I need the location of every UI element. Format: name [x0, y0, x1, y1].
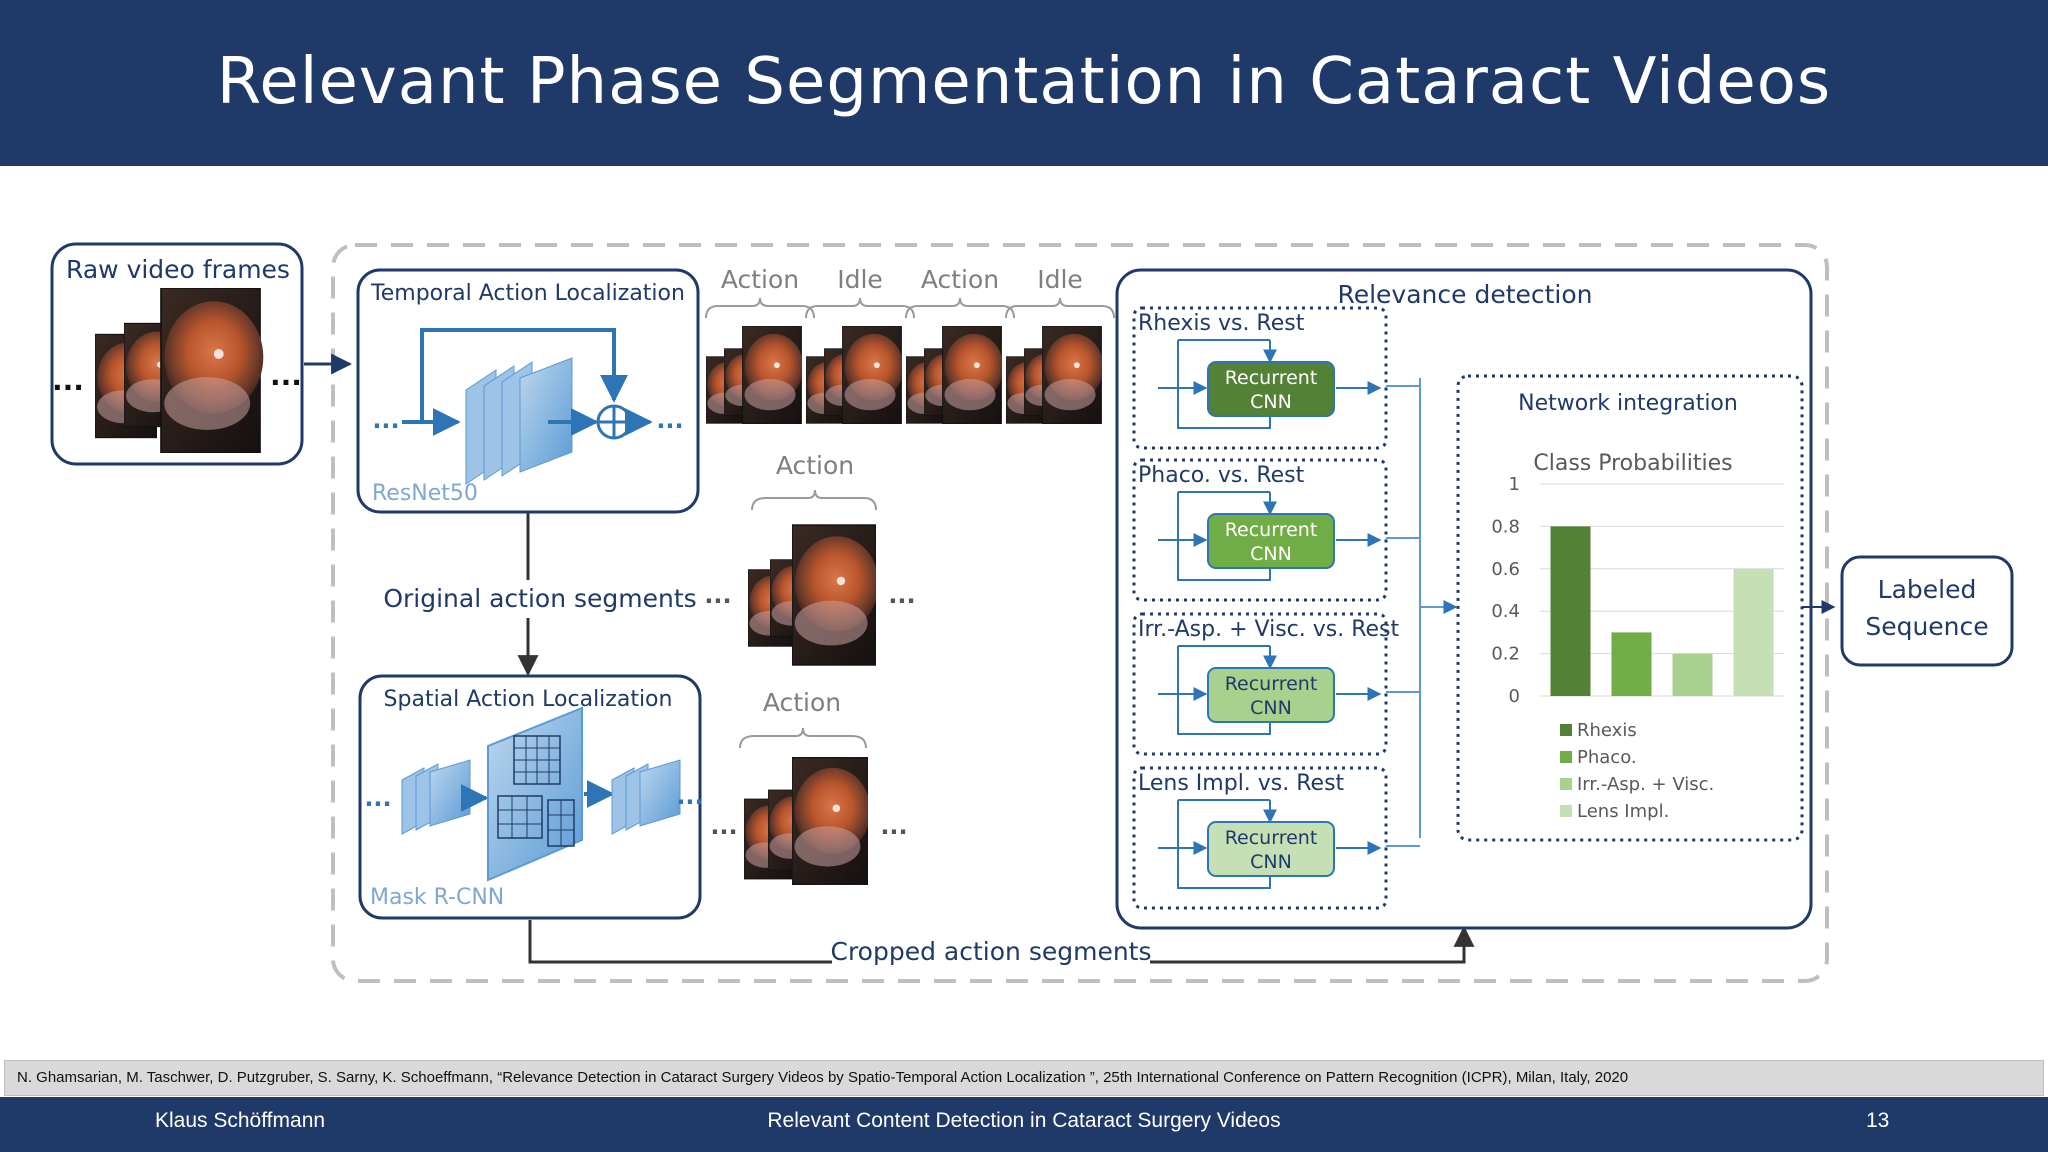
cropped-segments-label: Cropped action segments — [831, 937, 1152, 966]
frame-image — [792, 757, 868, 885]
footer-author: Klaus Schöffmann — [155, 1109, 326, 1132]
chart-ytick-label: 0.4 — [1491, 601, 1520, 622]
sal-ellipsis-out: ... — [676, 782, 703, 810]
sum-node-icon — [596, 404, 632, 440]
tal-ellipsis-in: ... — [372, 406, 399, 434]
legend-swatch — [1560, 778, 1572, 790]
citation-bar: N. Ghamsarian, M. Taschwer, D. Putzgrube… — [4, 1060, 2044, 1096]
mask-rcnn-grid-icon — [487, 706, 583, 882]
legend-label: Lens Impl. — [1577, 801, 1669, 822]
branch-label: Lens Impl. vs. Rest — [1138, 771, 1345, 796]
legend-swatch — [1560, 751, 1572, 763]
ellipsis-original-right: ... — [888, 581, 915, 609]
relevance-detection-title: Relevance detection — [1337, 280, 1592, 309]
pipeline-container — [331, 243, 1829, 983]
recurrent-cnn-box — [1207, 361, 1335, 417]
frame-image — [942, 326, 1002, 424]
ellipsis-left: ... — [52, 364, 84, 397]
chart-ytick-label: 1 — [1509, 474, 1520, 495]
recurrent-cnn-box — [1207, 513, 1335, 569]
mid-action-brace — [751, 489, 877, 511]
chart-title: Class Probabilities — [1533, 451, 1732, 476]
labeled-sequence-box — [1840, 555, 2014, 667]
frame-image — [1042, 326, 1102, 424]
decoder-layers-icon — [611, 759, 681, 835]
sal-ellipsis-in: ... — [364, 784, 391, 812]
segment-brace — [905, 297, 1015, 319]
segment-brace — [1005, 297, 1115, 319]
raw-frames-label: Raw video frames — [66, 255, 290, 284]
chart-ytick-label: 0 — [1509, 686, 1520, 707]
recurrent-cnn-line1: Recurrent — [1225, 367, 1318, 389]
recurrent-cnn-line1: Recurrent — [1225, 673, 1318, 695]
tal-skip-connection — [420, 328, 628, 422]
cropped-segments-label-bg — [832, 934, 1150, 970]
recurrent-cnn-box — [1207, 667, 1335, 723]
tal-backbone-label: ResNet50 — [372, 481, 478, 506]
recurrent-cnn-line2: CNN — [1250, 851, 1292, 873]
branch-loop — [1177, 492, 1271, 581]
sal-backbone-label: Mask R-CNN — [370, 885, 504, 910]
pipeline-diagram: Raw video frames ... ... Temporal Action… — [50, 242, 2014, 983]
labeled-sequence-line2: Sequence — [1865, 612, 1988, 641]
slide-title: Relevant Phase Segmentation in Cataract … — [216, 45, 1832, 119]
frame-image — [792, 524, 876, 666]
branch-label: Phaco. vs. Rest — [1138, 463, 1305, 488]
chart-bar — [1733, 568, 1774, 696]
citation-text: N. Ghamsarian, M. Taschwer, D. Putzgrube… — [17, 1069, 1629, 1086]
footer-talk-title: Relevant Content Detection in Cataract S… — [767, 1109, 1281, 1132]
original-segments-label-bg — [380, 580, 692, 618]
chart-ytick-label: 0.2 — [1491, 644, 1520, 665]
legend-label: Phaco. — [1577, 747, 1637, 768]
legend-label: Irr.-Asp. + Visc. — [1577, 774, 1714, 795]
segment-label: Idle — [837, 265, 883, 294]
segment-label: Action — [721, 265, 799, 294]
segment-label: Idle — [1037, 265, 1083, 294]
chart-ytick-label: 0.8 — [1491, 516, 1520, 537]
tal-ellipsis-out: ... — [656, 406, 683, 434]
segment-label: Action — [921, 265, 999, 294]
network-integration-label: Network integration — [1518, 391, 1738, 416]
recurrent-cnn-line2: CNN — [1250, 697, 1292, 719]
sal-title: Spatial Action Localization — [384, 687, 673, 712]
segment-brace — [805, 297, 915, 319]
ellipsis-original-left: ... — [704, 581, 731, 609]
chart-bar — [1550, 526, 1591, 696]
branch-loop — [1177, 340, 1271, 429]
frame-image — [742, 326, 802, 424]
labeled-sequence-line1: Labeled — [1878, 575, 1977, 604]
title-bar — [0, 0, 2048, 166]
lower-action-brace — [739, 727, 867, 749]
original-segments-label: Original action segments — [383, 584, 696, 613]
frame-image — [842, 326, 902, 424]
branch-loop — [1177, 800, 1271, 889]
recurrent-cnn-line2: CNN — [1250, 543, 1292, 565]
branch-loop — [1177, 646, 1271, 735]
segment-brace — [705, 297, 815, 319]
encoder-layers-icon — [401, 759, 471, 835]
legend-swatch — [1560, 805, 1572, 817]
tal-title: Temporal Action Localization — [370, 281, 685, 306]
branch-label: Irr.-Asp. + Visc. vs. Rest — [1138, 617, 1399, 642]
ellipsis-cropped-right: ... — [880, 812, 907, 840]
resnet-layers-icon — [465, 357, 573, 485]
legend-label: Rhexis — [1577, 720, 1637, 741]
recurrent-cnn-box — [1207, 821, 1335, 877]
footer-bar: Klaus Schöffmann Relevant Content Detect… — [0, 1097, 2048, 1152]
frame-image — [160, 288, 265, 453]
ellipsis-cropped-left: ... — [710, 812, 737, 840]
lower-action-label: Action — [763, 688, 841, 717]
mid-action-label: Action — [776, 451, 854, 480]
recurrent-cnn-line1: Recurrent — [1225, 519, 1318, 541]
chart-bar — [1672, 653, 1713, 696]
footer-page-number: 13 — [1866, 1109, 1890, 1132]
chart-bar — [1611, 632, 1652, 696]
chart-ytick-label: 0.6 — [1491, 559, 1520, 580]
legend-swatch — [1560, 724, 1572, 736]
recurrent-cnn-line1: Recurrent — [1225, 827, 1318, 849]
branch-label: Rhexis vs. Rest — [1138, 311, 1305, 336]
recurrent-cnn-line2: CNN — [1250, 391, 1292, 413]
ellipsis-right: ... — [270, 359, 302, 392]
